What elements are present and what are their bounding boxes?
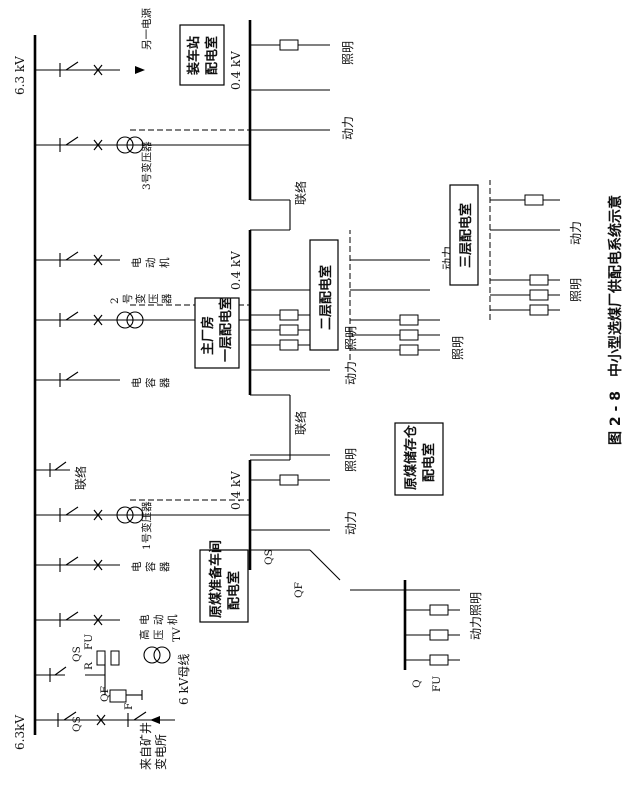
third-room-title: 三层配电室: [458, 203, 474, 268]
storage-fu-label: FU: [431, 676, 443, 692]
main-tie-label: 联络: [73, 466, 88, 490]
incoming-qs2-label: QS: [71, 646, 83, 662]
storage-power-lighting-label: 动力照明: [469, 592, 483, 640]
prep-lighting-label: 照明: [344, 448, 358, 472]
main-room-subtitle: 一层配电室: [218, 297, 234, 362]
lv-bus-label-b: 0.4 kV: [229, 251, 243, 290]
capacitor-2-label-1: 电: [130, 377, 143, 388]
transformer-2-feeder: 2 号 变 压 器: [35, 293, 175, 329]
second-room-title: 二层配电室: [318, 265, 334, 330]
prep-power-label: 动力: [344, 511, 358, 535]
loading-room-box: [179, 24, 225, 86]
transformer-2-label-5: 器: [161, 293, 173, 304]
tv-bus-label: 6 kV母线: [177, 654, 191, 705]
loading-room-title: 装车站: [186, 36, 202, 76]
transformer-2-label-4: 压: [148, 293, 160, 304]
incoming-from2-label: 变电所: [153, 734, 168, 770]
other-source-label: 另一电源: [140, 8, 153, 50]
hv-motor-feeder-1: 高 压 电 动 机: [35, 611, 179, 641]
storage-room-title: 原煤储存仓: [403, 424, 419, 490]
transformer-2-label-1: 2: [109, 297, 121, 304]
capacitor-1-label-3: 器: [159, 561, 171, 572]
capacitor-1-label-1: 电: [130, 561, 143, 572]
lv-tie-2: 联络: [250, 181, 308, 231]
incoming-qs1-label: QS: [71, 716, 83, 732]
transformer-3-feeder: 3号变压器 另一电源: [35, 8, 175, 190]
tv-f-label: F: [123, 703, 135, 710]
hv-motor-1-label-1: 高: [138, 630, 151, 641]
hv-motor-2-label-1: 电: [130, 257, 143, 268]
third-power-label: 动力: [569, 221, 583, 245]
hv-motor-2-label-2: 动: [145, 258, 157, 269]
lv-tie-1-label: 联络: [293, 411, 308, 435]
main-room-title: 主厂房: [200, 316, 216, 355]
third-lighting-label-1: 照明: [569, 278, 583, 302]
prep-loads: [250, 454, 330, 531]
tv-feeder: R FU TV F 6 kV母线: [35, 627, 191, 710]
hv-motor-1-label-2: 压: [153, 629, 165, 640]
transformer-2-label-3: 变: [134, 293, 147, 304]
tv-r-label: R: [83, 661, 95, 670]
capacitor-2-label-2: 容: [144, 377, 157, 388]
loading-loads: [250, 39, 330, 131]
hv-motor-1-label-5: 机: [166, 614, 179, 625]
hv-motor-1-label-4: 动: [153, 615, 165, 626]
lv-tie-1: 联络: [250, 394, 308, 461]
third-room-box: [449, 184, 479, 286]
tv-fu-label: FU: [83, 634, 95, 650]
prep-feeder-diag: [309, 549, 341, 581]
second-floor-loads: [350, 259, 440, 356]
lv-tie-2-label: 联络: [293, 181, 308, 205]
figure-caption: 图 2 - 8 中小型选煤厂供配电系统示意: [607, 195, 624, 445]
main-bus-right-label: 6.3 kV: [13, 56, 27, 95]
storage-room-subtitle: 配电室: [421, 443, 437, 482]
prep-room-title: 原煤准备车间: [208, 540, 224, 618]
storage-room-box: [394, 422, 444, 496]
second-lighting-label: 照明: [451, 336, 465, 360]
transformer-1-feeder: 1号变压器: [35, 501, 175, 550]
capacitor-1-label-2: 容: [144, 561, 157, 572]
prep-qf-label: QF: [293, 582, 305, 598]
transformer-3-label: 3号变压器: [140, 141, 153, 190]
loading-room-subtitle: 配电室: [204, 36, 220, 75]
prep-room-box: [199, 549, 249, 623]
incoming-feeder: QS QF QS 来自矿井 变电所: [35, 646, 175, 770]
capacitor-2-label-3: 器: [159, 377, 171, 388]
incoming-from-label: 来自矿井: [139, 722, 153, 770]
lv-bus-label-c: 0.4 kV: [229, 51, 243, 90]
prep-qs-label: QS: [263, 549, 275, 565]
hv-motor-1-label-3: 电: [138, 614, 151, 625]
third-floor-loads: [490, 194, 560, 316]
main-bus-left-label: 6.3kV: [13, 715, 27, 750]
transformer-2-label-2: 号: [122, 294, 134, 305]
main-power-label: 动力: [344, 361, 358, 385]
second-room-box: [309, 239, 339, 351]
storage-q-label: Q: [411, 679, 423, 688]
loading-power-label: 动力: [341, 116, 355, 140]
capacitor-feeder-2: 电 容 器: [35, 371, 171, 388]
hv-motor-feeder-2: 电 动 机: [35, 251, 171, 269]
hv-motor-2-label-3: 机: [158, 257, 171, 268]
capacitor-feeder-1: 电 容 器: [35, 556, 171, 572]
transformer-1-label: 1号变压器: [140, 501, 153, 550]
lv-bus-label-a: 0.4 kV: [229, 471, 243, 510]
main-room-box: [194, 297, 240, 369]
tv-label: TV: [171, 627, 183, 642]
prep-room-subtitle: 配电室: [226, 571, 242, 610]
main-tie: 联络: [35, 461, 88, 490]
storage-feeders: [405, 604, 460, 666]
loading-lighting-label: 照明: [341, 41, 355, 65]
main-lighting-label: 照明: [344, 326, 358, 350]
